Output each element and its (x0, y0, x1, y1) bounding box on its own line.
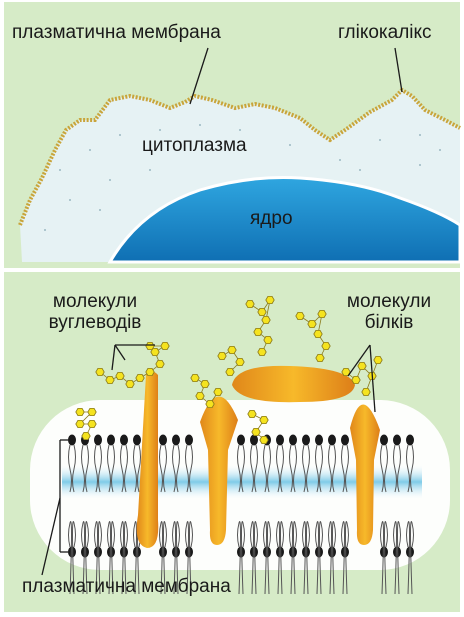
sugar-unit (156, 360, 164, 367)
label-carbohydrates-line2: вуглеводів (30, 312, 160, 333)
sugar-unit (352, 376, 360, 383)
lipid-head (302, 435, 310, 446)
sugar-unit (266, 296, 274, 303)
lipid-head (406, 435, 414, 446)
lipid-head (172, 547, 180, 558)
lipid-head (107, 547, 115, 558)
lipid-head (289, 435, 297, 446)
lipid-head (406, 547, 414, 558)
label-nucleus: ядро (250, 208, 293, 229)
sugar-unit (136, 374, 144, 381)
sugar-unit (146, 342, 154, 349)
lipid-head (120, 547, 128, 558)
label-carbohydrates: молекули вуглеводів (30, 291, 160, 333)
lipid-head (289, 547, 297, 558)
lipid-head (341, 435, 349, 446)
protein-peripheral (232, 366, 355, 402)
sugar-unit (258, 348, 266, 355)
lipid-head (302, 547, 310, 558)
sugar-unit (362, 388, 370, 395)
sugar-link (250, 300, 270, 352)
sugar-unit (206, 400, 214, 407)
lipid-head (185, 435, 193, 446)
lipid-head (263, 547, 271, 558)
lipid-head (328, 435, 336, 446)
sugar-unit (308, 320, 316, 327)
lipid-head (172, 435, 180, 446)
sugar-unit (82, 432, 90, 439)
sugar-unit (248, 410, 256, 417)
lipid-head (250, 547, 258, 558)
label-carbohydrates-line1: молекули (30, 291, 160, 312)
label-glycocalyx: глікокалікс (338, 22, 432, 43)
sugar-unit (296, 312, 304, 319)
sugar-unit (258, 308, 266, 315)
sugar-unit (88, 420, 96, 427)
sugar-unit (374, 356, 382, 363)
label-plasma-membrane-bottom: плазматична мембрана (22, 576, 231, 597)
sugar-unit (201, 380, 209, 387)
sugar-unit (161, 342, 169, 349)
sugar-unit (236, 358, 244, 365)
lipid-head (94, 435, 102, 446)
sugar-unit (322, 342, 330, 349)
sugar-unit (262, 316, 270, 323)
lipid-head (133, 547, 141, 558)
sugar-unit (214, 388, 222, 395)
label-proteins-line1: молекули (334, 291, 444, 312)
sugar-unit (116, 372, 124, 379)
lipid-head (159, 435, 167, 446)
sugar-unit (252, 428, 260, 435)
sugar-unit (358, 362, 366, 369)
sugar-unit (314, 330, 322, 337)
lipid-head (68, 547, 76, 558)
sugar-unit (264, 336, 272, 343)
lipid-head (328, 547, 336, 558)
lipid-head (250, 435, 258, 446)
sugar-unit (260, 436, 268, 443)
sugar-unit (106, 376, 114, 383)
sugar-unit (196, 392, 204, 399)
sugar-unit (218, 352, 226, 359)
lipid-head (393, 547, 401, 558)
lipid-head (94, 547, 102, 558)
lipid-head (81, 547, 89, 558)
lipid-head (380, 547, 388, 558)
sugar-unit (88, 408, 96, 415)
lipid-head (315, 435, 323, 446)
sugar-unit (246, 300, 254, 307)
sugar-unit (96, 368, 104, 375)
sugar-unit (260, 416, 268, 423)
lipid-head (276, 435, 284, 446)
lipid-head (68, 435, 76, 446)
lipid-head (185, 547, 193, 558)
lipid-head (341, 547, 349, 558)
sugar-unit (146, 368, 154, 375)
sugar-unit (126, 380, 134, 387)
label-proteins: молекули білків (334, 291, 444, 333)
lipid-head (276, 547, 284, 558)
label-plasma-membrane-top: плазматична мембрана (12, 22, 221, 43)
label-cytoplasm: цитоплазма (142, 135, 247, 156)
sugar-unit (226, 368, 234, 375)
sugar-unit (316, 354, 324, 361)
label-proteins-line2: білків (334, 312, 444, 333)
lipid-head (237, 547, 245, 558)
lipid-head (315, 547, 323, 558)
lipid-head (393, 435, 401, 446)
lipid-head (133, 435, 141, 446)
sugar-unit (254, 328, 262, 335)
sugar-unit (318, 310, 326, 317)
lipid-head (159, 547, 167, 558)
sugar-unit (76, 420, 84, 427)
lipid-head (237, 435, 245, 446)
sugar-unit (191, 374, 199, 381)
sugar-unit (228, 346, 236, 353)
lipid-head (107, 435, 115, 446)
lipid-head (120, 435, 128, 446)
glycocalyx-leader-line (395, 48, 402, 92)
sugar-unit (76, 408, 84, 415)
lipid-head (380, 435, 388, 446)
